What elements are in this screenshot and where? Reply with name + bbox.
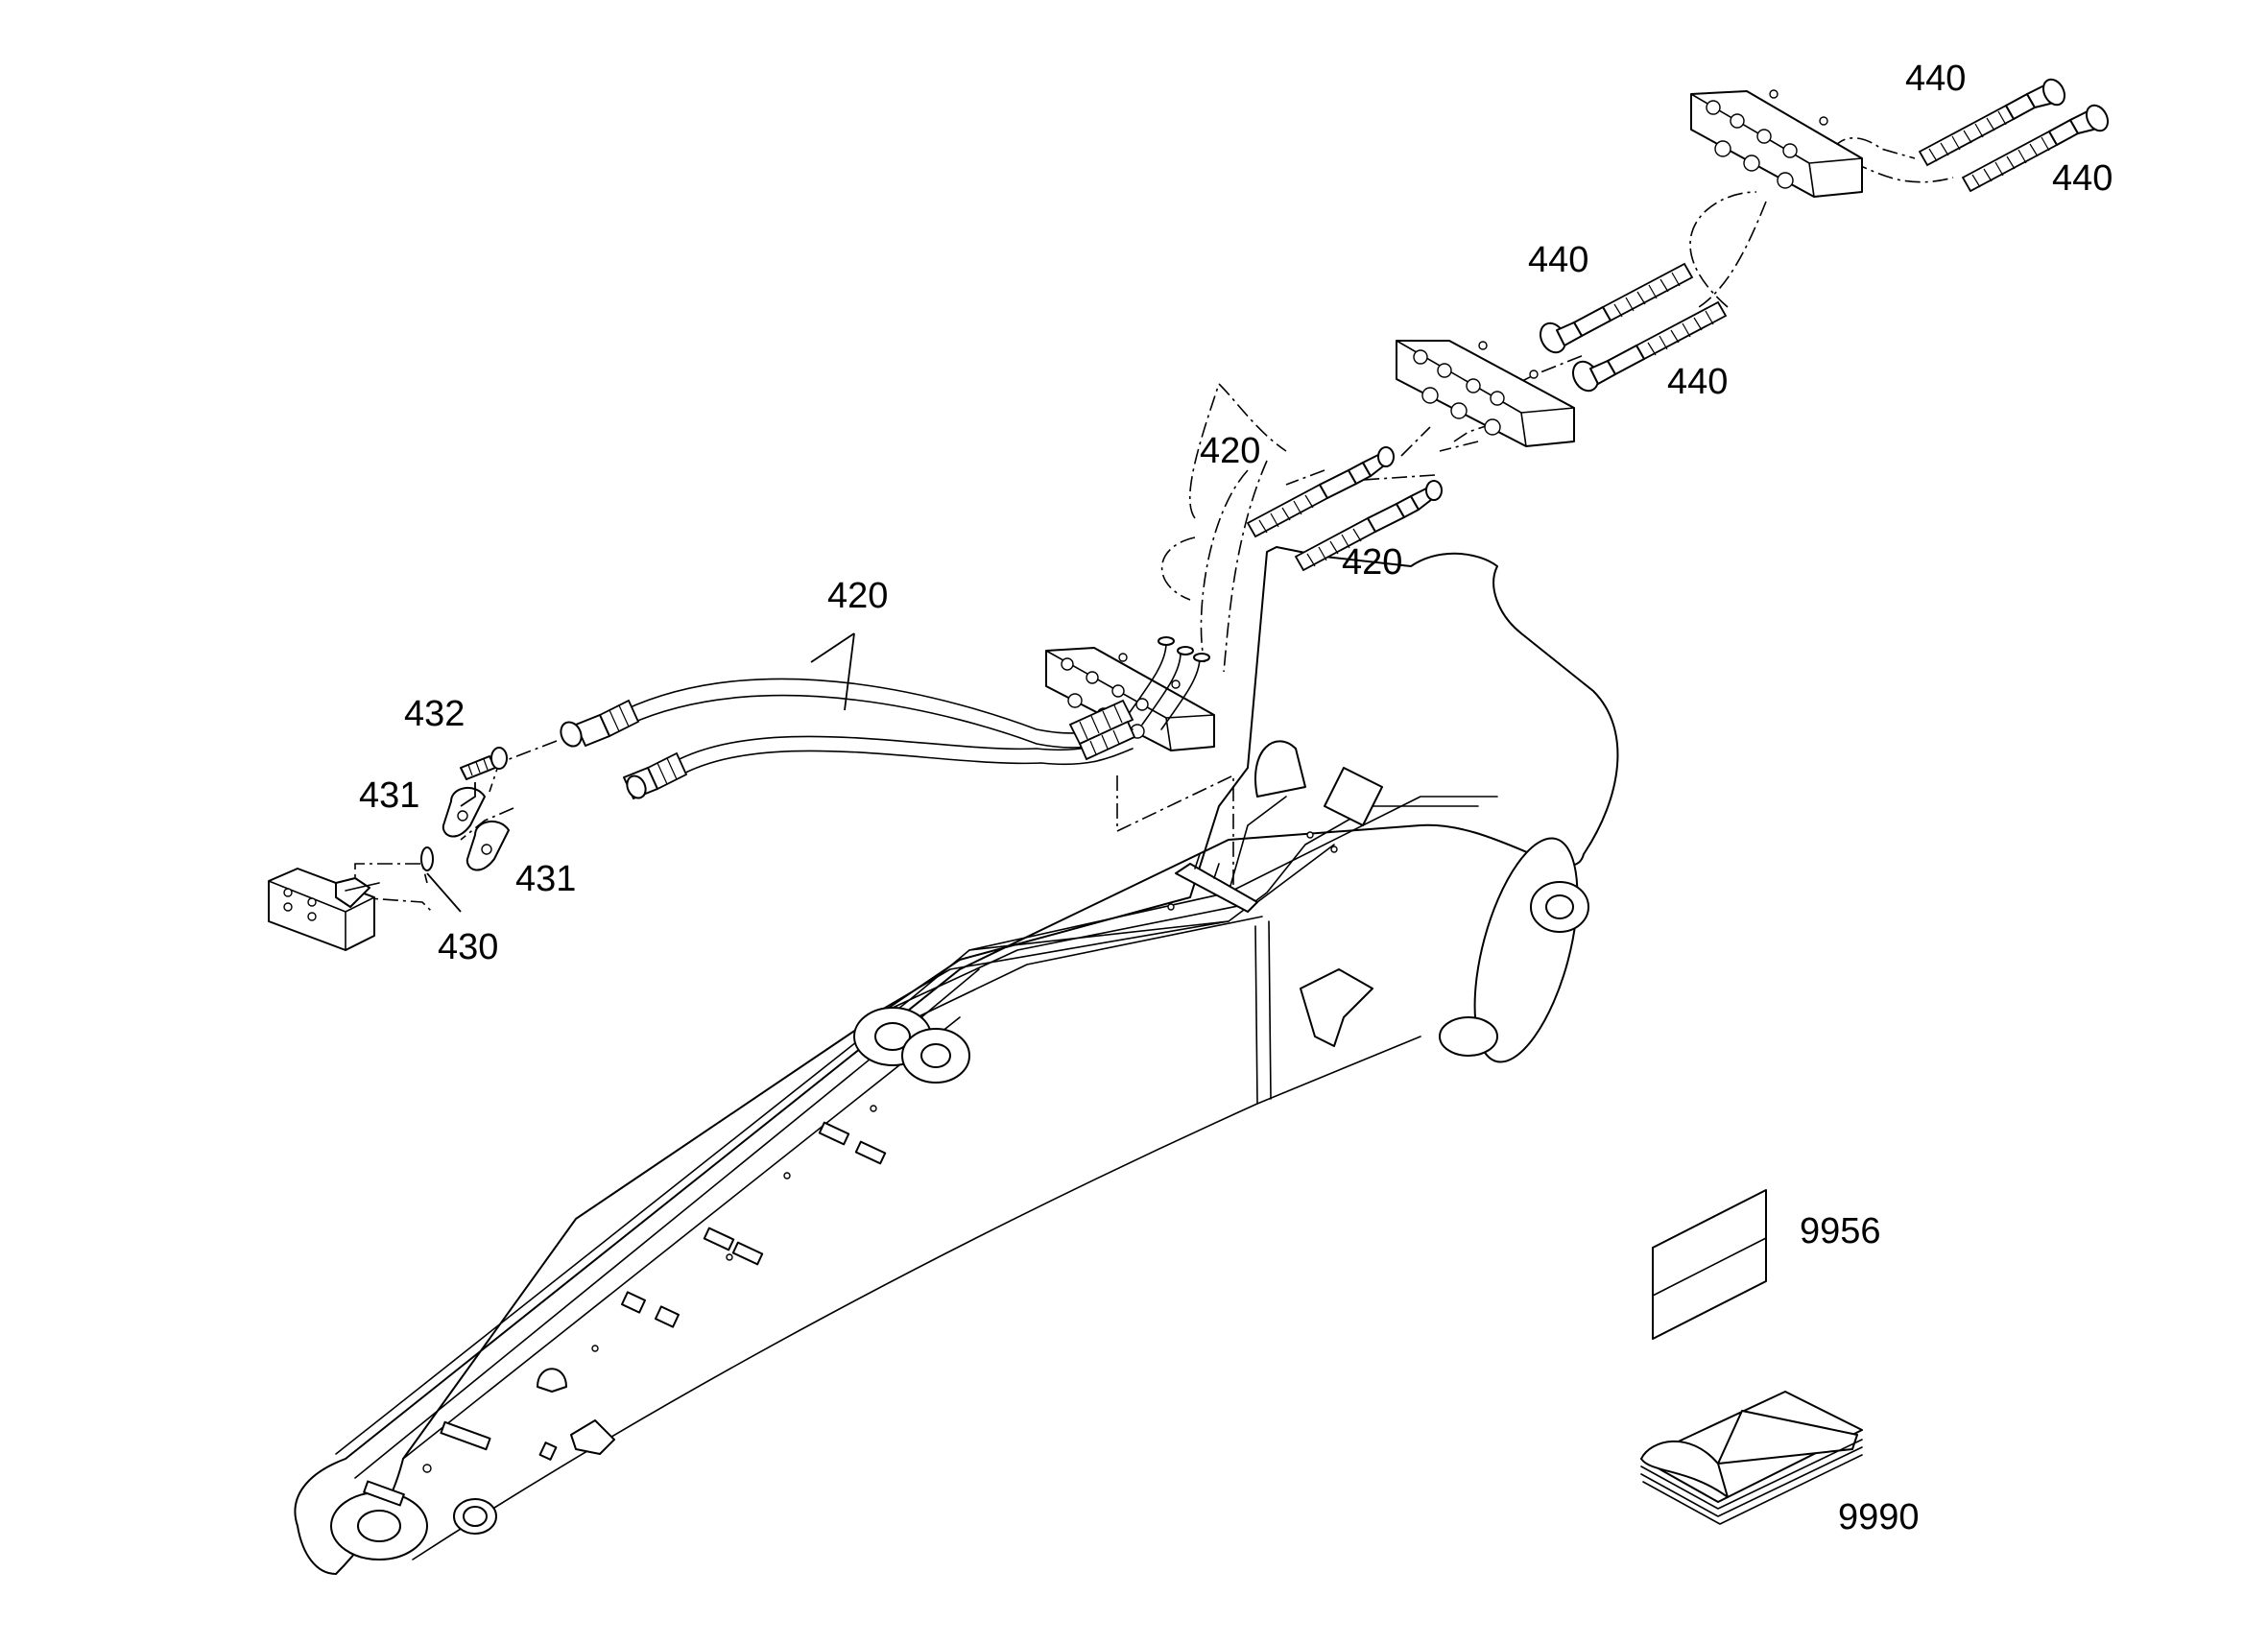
hose-clamp-lower	[1045, 647, 1215, 751]
hose-clamp-middle	[1396, 340, 1575, 447]
callout-420-long: 420	[827, 576, 888, 616]
hose-440-middle-pair	[1540, 262, 1728, 393]
callout-432: 432	[404, 694, 465, 734]
screw-432	[460, 747, 508, 807]
callout-440-top-right: 440	[2052, 158, 2113, 199]
callout-9990: 9990	[1838, 1497, 1920, 1537]
callout-9956: 9956	[1800, 1211, 1881, 1251]
callouts: 440 440 440 440 420 420 420 432 431 431 …	[359, 59, 2113, 1537]
decal-9956	[1652, 1189, 1767, 1340]
callout-431-lower: 431	[515, 859, 576, 899]
callout-431-upper: 431	[359, 775, 419, 816]
callout-430: 430	[438, 927, 498, 967]
valve-block	[268, 868, 380, 951]
hose-clamp-upper	[1690, 89, 1863, 198]
callout-420-upper: 420	[1200, 431, 1260, 471]
callout-440-mid-left: 440	[1528, 240, 1588, 280]
callout-440-mid-right: 440	[1667, 362, 1728, 402]
hose-420-middle-pair	[1246, 446, 1443, 572]
hose-420-long-pair	[560, 632, 1210, 799]
routing-lines	[354, 136, 1954, 913]
boom-arm	[294, 546, 1619, 1575]
clamp-half-431-lower	[466, 821, 510, 871]
o-ring-430	[420, 846, 462, 913]
clamp-half-431-upper	[442, 787, 486, 838]
manual-9990	[1640, 1391, 1863, 1525]
hose-440-upper-pair	[1918, 78, 2110, 193]
callout-440-top-left: 440	[1905, 59, 1966, 99]
callout-420-lower: 420	[1342, 542, 1402, 583]
